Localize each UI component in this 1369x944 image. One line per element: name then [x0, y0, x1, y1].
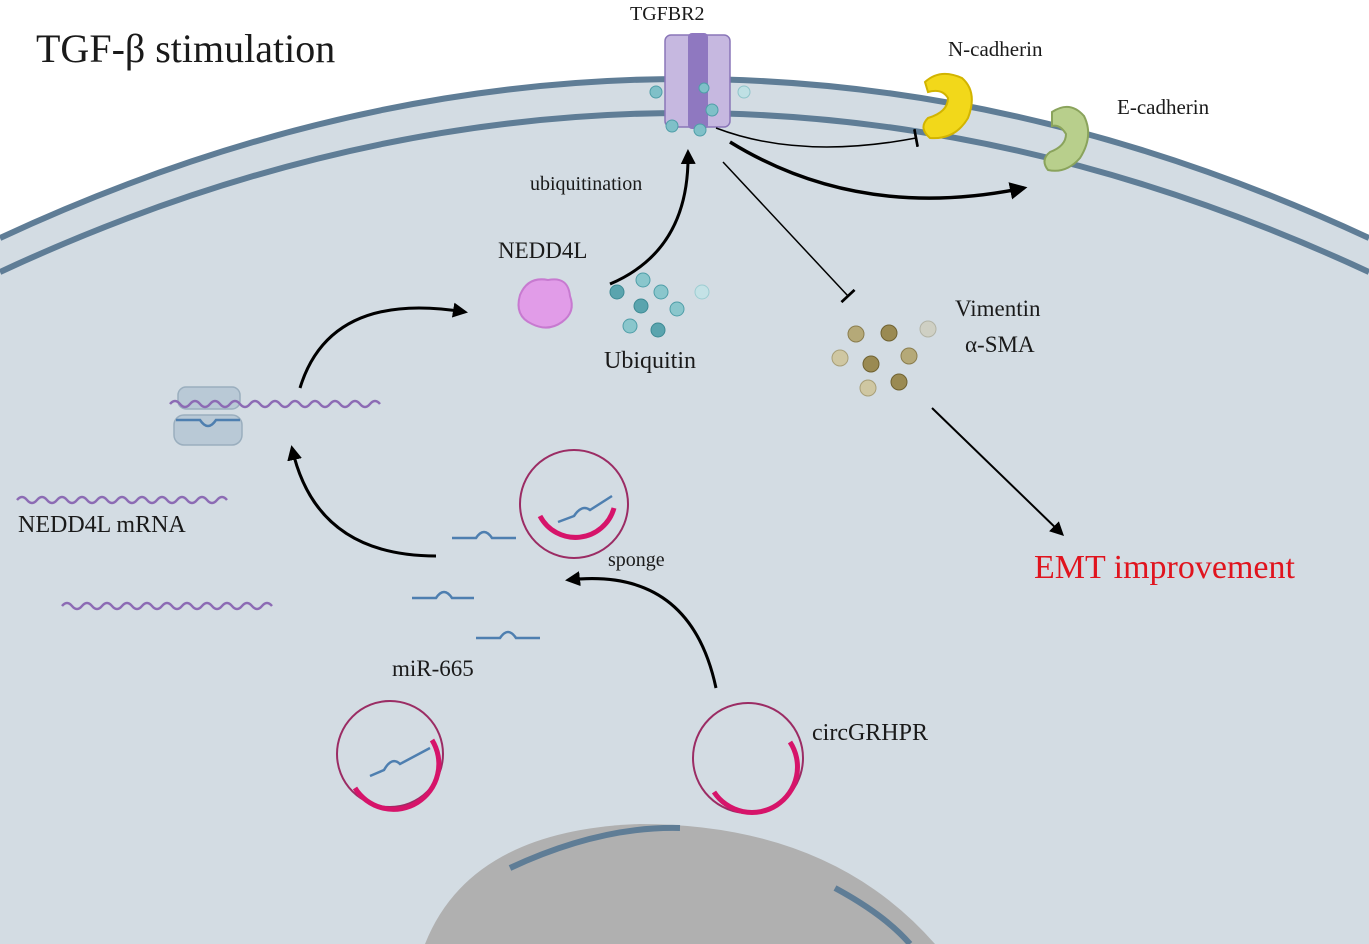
translated-mrna	[169, 399, 381, 409]
activate-e-cadherin-arrow	[729, 140, 1028, 200]
nedd4l-mrna-strand-2	[61, 601, 273, 611]
inhibit-vimentin-line	[722, 161, 856, 304]
sponge-label: sponge	[608, 549, 665, 571]
mirna-to-mrna-arrow	[287, 445, 437, 558]
e-cadherin-protein	[1043, 105, 1090, 172]
tgfbr2-label: TGFBR2	[630, 3, 704, 25]
mir-665-label: miR-665	[392, 656, 474, 681]
n-cadherin-protein	[922, 72, 973, 140]
mirna-3	[476, 630, 540, 640]
circrna-mirna-complex-bottom	[336, 700, 444, 812]
circgrhpr-label: circGRHPR	[812, 720, 928, 746]
nucleus	[425, 824, 935, 944]
circgrhpr	[692, 702, 804, 815]
nedd4l-label: NEDD4L	[498, 238, 587, 263]
diagram-title: TGF-β stimulation	[36, 26, 335, 71]
ubiquitination-label: ubiquitination	[530, 173, 642, 195]
emt-improvement-label: EMT improvement	[1034, 549, 1295, 586]
nedd4l-protein	[517, 278, 573, 329]
vimentin-alpha-sma-molecules	[831, 320, 937, 397]
cytoplasm	[0, 79, 1369, 944]
mirna-2	[412, 590, 474, 600]
ribosome	[173, 386, 243, 446]
nuclear-envelope-right	[833, 885, 913, 944]
translation-arrow	[298, 302, 468, 389]
nuclear-envelope	[508, 824, 681, 871]
tgfbr2-receptor	[649, 33, 751, 137]
ubiquitination-arrow	[609, 149, 696, 286]
bound-mirna	[176, 418, 240, 428]
sponge-arrow	[565, 571, 718, 689]
vimentin-label: Vimentin	[955, 296, 1041, 321]
n-cadherin-label: N-cadherin	[948, 37, 1043, 61]
alpha-sma-label: α-SMA	[965, 332, 1035, 357]
nedd4l-mrna-label: NEDD4L mRNA	[18, 512, 186, 538]
e-cadherin-label: E-cadherin	[1117, 95, 1210, 119]
mirna-1	[452, 530, 516, 540]
ubiquitin-molecules	[609, 272, 710, 338]
emt-arrow	[931, 407, 1065, 536]
mir-665-molecules	[412, 530, 540, 640]
ubiquitin-label: Ubiquitin	[604, 348, 696, 374]
nedd4l-mrna-strand-1	[16, 495, 228, 505]
circrna-mirna-complex-top	[519, 449, 629, 559]
inhibit-n-cadherin-line	[715, 127, 920, 148]
